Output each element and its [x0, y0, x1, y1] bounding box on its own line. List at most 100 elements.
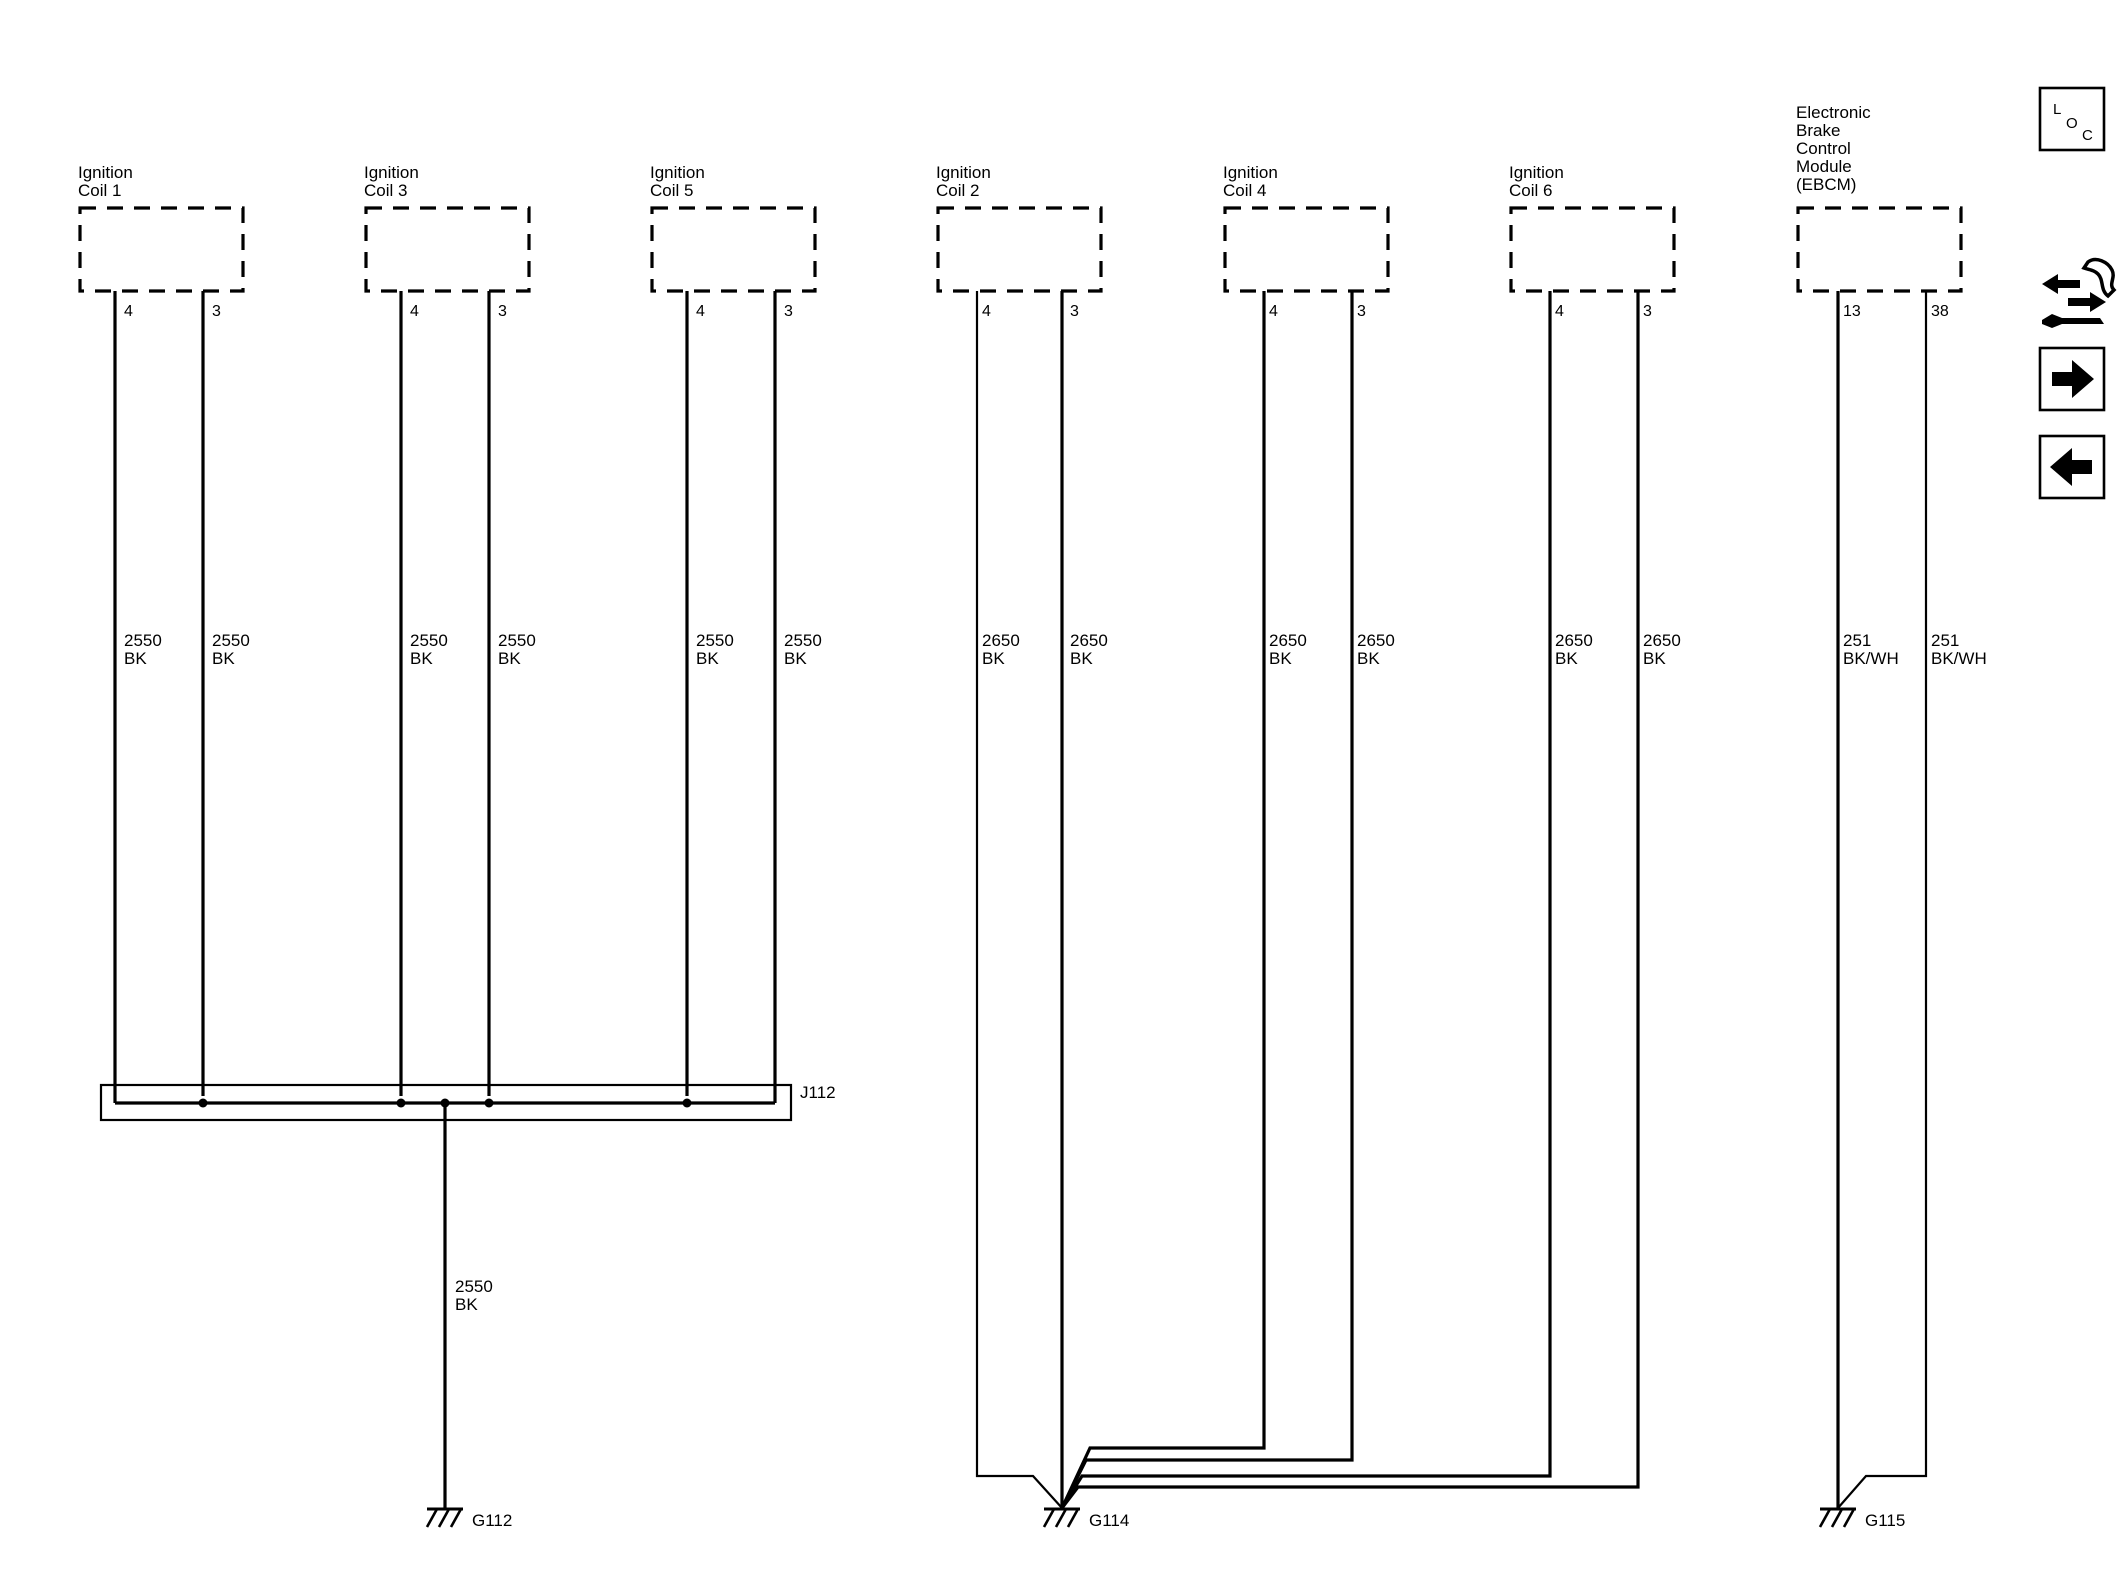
component-ignition-coil-5[interactable]: Ignition Coil 5 4 3 2550 BK 2550 BK [650, 163, 822, 1096]
component-box [1796, 206, 1963, 293]
wire-circuit-label: 2550 [784, 631, 822, 650]
location-button[interactable]: L O C [2038, 86, 2106, 152]
component-box [936, 206, 1103, 293]
next-page-button[interactable] [2038, 346, 2106, 412]
pin-label: 3 [1357, 303, 1366, 320]
splice-node [682, 1098, 692, 1108]
component-label: Ignition [78, 163, 133, 182]
splice-label: J112 [800, 1083, 836, 1102]
component-label: Coil 4 [1223, 181, 1266, 200]
pin-label: 3 [784, 303, 793, 320]
pin-label: 3 [1070, 303, 1079, 320]
wire-color-label: BK [1643, 649, 1666, 668]
ground-label: G114 [1089, 1511, 1129, 1530]
ground-g114[interactable]: G114 [1042, 1507, 1129, 1530]
ground-g115-wiring [1836, 291, 1928, 1509]
wire-color-label: BK [696, 649, 719, 668]
wire-circuit-label: 2550 [124, 631, 162, 650]
component-label: Coil 5 [650, 181, 693, 200]
wire-circuit-label: 2650 [1070, 631, 1108, 650]
wire-color-label: BK [1269, 649, 1292, 668]
component-ignition-coil-4[interactable]: Ignition Coil 4 4 3 2650 BK 2650 BK [1223, 163, 1395, 668]
ground-g115[interactable]: G115 [1818, 1507, 1905, 1530]
wire-circuit-label: 2650 [1357, 631, 1395, 650]
wire [1060, 291, 1354, 1509]
component-label: (EBCM) [1796, 175, 1856, 194]
component-box [78, 206, 245, 293]
wire [1060, 291, 1552, 1509]
ground-label: G112 [472, 1511, 512, 1530]
previous-page-button[interactable] [2038, 434, 2106, 500]
wire-color-label: BK [498, 649, 521, 668]
component-label: Ignition [364, 163, 419, 182]
splice-node [396, 1098, 406, 1108]
component-ignition-coil-2[interactable]: Ignition Coil 2 4 3 2650 BK 2650 BK [936, 163, 1108, 668]
component-label: Coil 3 [364, 181, 407, 200]
component-box [650, 206, 817, 293]
wire-circuit-label: 251 [1843, 631, 1871, 650]
location-icon-letter: C [2082, 127, 2093, 144]
component-label: Coil 6 [1509, 181, 1552, 200]
component-ignition-coil-3[interactable]: Ignition Coil 3 4 3 2550 BK 2550 BK [364, 163, 536, 1096]
component-label: Coil 2 [936, 181, 979, 200]
ground-symbol [1054, 1508, 1068, 1528]
component-label: Ignition [936, 163, 991, 182]
wire-color-label: BK/WH [1843, 649, 1899, 668]
wire [1060, 291, 1266, 1509]
wire-color-label: BK [1555, 649, 1578, 668]
pin-label: 38 [1931, 303, 1949, 320]
splice-node [198, 1098, 208, 1108]
wire-circuit-label: 2550 [455, 1277, 493, 1296]
splice-node [484, 1098, 494, 1108]
component-ignition-coil-6[interactable]: Ignition Coil 6 4 3 2650 BK 2650 BK [1509, 163, 1681, 668]
wire-circuit-label: 2550 [212, 631, 250, 650]
pin-label: 3 [212, 303, 221, 320]
pin-label: 4 [696, 303, 705, 320]
ground-symbol [1042, 1508, 1056, 1528]
location-icon-letter: O [2066, 115, 2078, 132]
component-label: Module [1796, 157, 1852, 176]
ground-symbol [449, 1508, 463, 1528]
wire-color-label: BK [1070, 649, 1093, 668]
pin-label: 4 [124, 303, 133, 320]
wire-circuit-label: 2650 [1643, 631, 1681, 650]
wire-color-label: BK [455, 1295, 478, 1314]
ground-g112[interactable]: G112 [425, 1507, 512, 1530]
component-box [1509, 206, 1676, 293]
component-label: Brake [1796, 121, 1840, 140]
component-label: Ignition [1509, 163, 1564, 182]
component-ignition-coil-1[interactable]: Ignition Coil 1 4 3 2550 BK 2550 BK [78, 163, 250, 1096]
wire-circuit-label: 251 [1931, 631, 1959, 650]
wire-color-label: BK/WH [1931, 649, 1987, 668]
component-label: Control [1796, 139, 1851, 158]
pin-label: 3 [1643, 303, 1652, 320]
wire [975, 291, 1063, 1509]
component-label: Electronic [1796, 103, 1871, 122]
location-icon-letter: L [2053, 101, 2061, 118]
pin-label: 3 [498, 303, 507, 320]
component-ebcm[interactable]: Electronic Brake Control Module (EBCM) 1… [1796, 103, 1987, 668]
component-label: Ignition [650, 163, 705, 182]
wire-color-label: BK [410, 649, 433, 668]
splice-j112[interactable]: J112 2550 BK [99, 1083, 836, 1508]
arrow-left-glyph [2050, 448, 2092, 486]
harness-connector-button[interactable] [2042, 257, 2117, 328]
component-label: Ignition [1223, 163, 1278, 182]
harness-connector-icon [2042, 257, 2117, 328]
location-icon [2038, 86, 2106, 152]
pin-label: 4 [1269, 303, 1278, 320]
wire-color-label: BK [784, 649, 807, 668]
wire-color-label: BK [124, 649, 147, 668]
pin-label: 4 [982, 303, 991, 320]
wire-color-label: BK [1357, 649, 1380, 668]
wire [1837, 291, 1928, 1509]
ground-symbol [425, 1508, 439, 1528]
wire-circuit-label: 2650 [982, 631, 1020, 650]
ground-label: G115 [1865, 1511, 1905, 1530]
ground-g114-wiring [975, 291, 1640, 1509]
component-label: Coil 1 [78, 181, 121, 200]
wire-circuit-label: 2550 [410, 631, 448, 650]
pin-label: 13 [1843, 303, 1861, 320]
component-box [364, 206, 531, 293]
